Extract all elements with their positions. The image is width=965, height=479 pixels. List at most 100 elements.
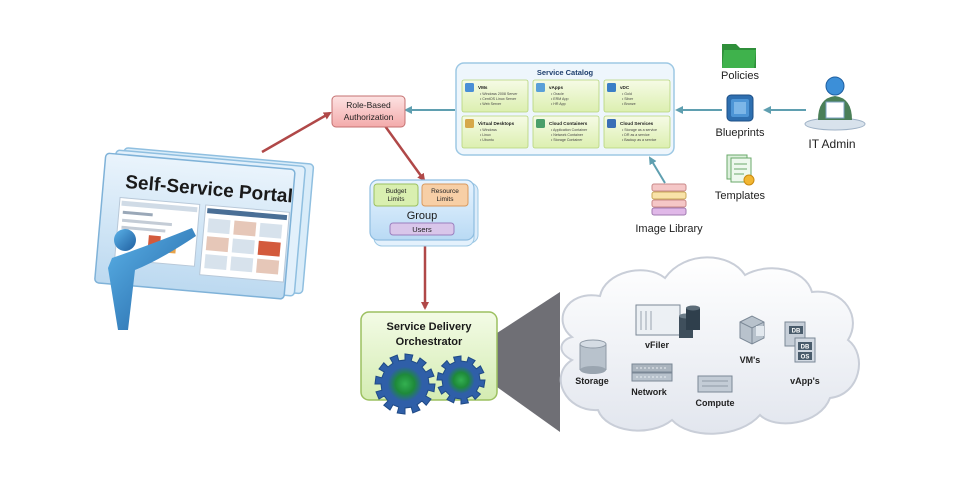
catalog-item-icon [536, 83, 545, 92]
self-service-portal: Self-Service Portal [94, 147, 315, 330]
budget-limits-line2: Limits [388, 196, 406, 203]
network-label: Network [631, 387, 668, 397]
storage: Storage [575, 339, 609, 386]
compute-label: Compute [696, 398, 735, 408]
catalog-cell-title: Cloud Services [620, 121, 654, 126]
blueprints-label: Blueprints [716, 127, 765, 139]
policies-folder-icon [722, 44, 756, 68]
budget-limits-box: Budget Limits [373, 183, 419, 207]
vapps-os-label: OS [801, 355, 810, 361]
vfiler-label: vFiler [645, 340, 670, 350]
catalog-cell: vApps• Oracle• ERM App• HR App [532, 79, 600, 113]
catalog-item-icon [465, 83, 474, 92]
blueprints: Blueprints [716, 94, 765, 139]
vapps-db-label-2: DB [801, 345, 810, 351]
catalog-cell-title: Cloud Containers [549, 121, 588, 126]
arrow-portal-to-rba [261, 111, 332, 154]
catalog-cell: VMs • Windows 2008 Server• CentOS Linux S… [461, 79, 529, 113]
role-based-authorization: Role-Based Authorization [331, 95, 406, 128]
vapps-label: vApp's [790, 376, 820, 386]
catalog-cell-item: • HR App [551, 102, 566, 106]
compute-rack-icon [697, 375, 733, 393]
catalog-cell-item: • Oracle [551, 92, 564, 96]
gear-icon [374, 353, 436, 415]
group: Budget Limits Resource Limits Group User… [369, 179, 479, 247]
vms: VM's [739, 315, 765, 365]
catalog-cell-item: • Silver [622, 97, 634, 101]
it-admin-label: IT Admin [808, 137, 855, 151]
rba-label-line2: Authorization [344, 112, 394, 122]
resource-limits-line2: Limits [437, 196, 455, 203]
vms-label: VM's [740, 355, 761, 365]
vms-cube-icon [739, 315, 765, 345]
templates-icon [726, 154, 755, 186]
catalog-cell-title: Virtual Desktops [478, 121, 515, 126]
catalog-cell-item: • Gold [622, 92, 632, 96]
catalog-cell-item: • Storage Container [551, 138, 583, 142]
arrow-rba-to-group [383, 125, 426, 182]
users-label: Users [412, 225, 432, 234]
arrow-imagelib-to-catalog [648, 156, 666, 184]
orchestrator-label-line1: Service Delivery [386, 321, 472, 333]
catalog-cell: Cloud Containers• Application Container•… [532, 115, 600, 149]
it-admin: IT Admin [804, 76, 866, 151]
admin-person-icon [804, 76, 866, 131]
catalog-cell-item: • Web Server [480, 102, 502, 106]
group-title: Group [407, 210, 438, 222]
catalog-cell-item: • Linux [480, 133, 491, 137]
policies-label: Policies [721, 70, 759, 82]
catalog-cell-item: • Ubuntu [480, 138, 494, 142]
blueprints-icon [726, 94, 754, 122]
compute: Compute [696, 375, 735, 408]
storage-label: Storage [575, 376, 609, 386]
vfiler-server-icon [635, 304, 700, 338]
vapps-db-os-icon: DB DB OS [784, 321, 816, 363]
catalog-cell-title: VMs [478, 85, 488, 90]
resource-limits-box: Resource Limits [421, 183, 469, 207]
catalog-cell-item: • Bronze [622, 102, 636, 106]
catalog-cell-item: • CentOS Linux Server [480, 97, 517, 101]
catalog-cell: vDC • Gold• Silver• Bronze [603, 79, 671, 113]
policies: Policies [721, 44, 759, 82]
catalog-cell-item: • Windows [480, 128, 497, 132]
budget-limits-line1: Budget [386, 188, 407, 195]
catalog-item-icon [607, 119, 616, 128]
image-library: Image Library [635, 183, 703, 235]
catalog-title: Service Catalog [537, 68, 594, 77]
user-person-icon [108, 228, 196, 330]
orchestrator-label-line2: Orchestrator [396, 336, 463, 348]
catalog-cell-item: • DR as a service [622, 133, 650, 137]
catalog-cell-title: vDC [620, 85, 630, 90]
gear-icon [436, 355, 486, 405]
templates-label: Templates [715, 190, 766, 202]
catalog-cells: VMs • Windows 2008 Server• CentOS Linux S… [461, 79, 671, 149]
catalog-cell-item: • Windows 2008 Server [480, 92, 518, 96]
catalog-cell-item: • Network Container [551, 133, 584, 137]
catalog-cell-item: • Application Container [551, 128, 588, 132]
network-switch-icon [631, 363, 673, 382]
resource-cloud: Storage vFiler Network [497, 256, 860, 435]
image-library-label: Image Library [635, 223, 703, 235]
image-library-stack-icon [651, 183, 687, 216]
connectors [261, 106, 806, 310]
catalog-cell-item: • Storage as a service [622, 128, 657, 132]
catalog-cell: Cloud Services • Storage as a service• DR… [603, 115, 671, 149]
vfiler: vFiler [635, 304, 700, 350]
vapps: DB DB OS vApp's [784, 321, 820, 386]
service-delivery-orchestrator: Service Delivery Orchestrator [360, 311, 498, 415]
catalog-cell-title: vApps [549, 85, 563, 90]
catalog-cell-item: • Backup as a service [622, 138, 656, 142]
storage-cylinder-icon [579, 339, 607, 374]
portal-screenshot [114, 196, 290, 283]
users-box: Users [389, 222, 455, 236]
catalog-item-icon [607, 83, 616, 92]
service-catalog: Service Catalog VMs • Windows 2008 Server… [455, 62, 675, 156]
orchestrator-cloud-connector [497, 292, 560, 432]
catalog-item-icon [536, 119, 545, 128]
templates: Templates [715, 154, 766, 202]
resource-limits-line1: Resource [431, 188, 459, 195]
vapps-db-label-1: DB [792, 329, 801, 335]
catalog-cell: Virtual Desktops • Windows• Linux• Ubuntu [461, 115, 529, 149]
